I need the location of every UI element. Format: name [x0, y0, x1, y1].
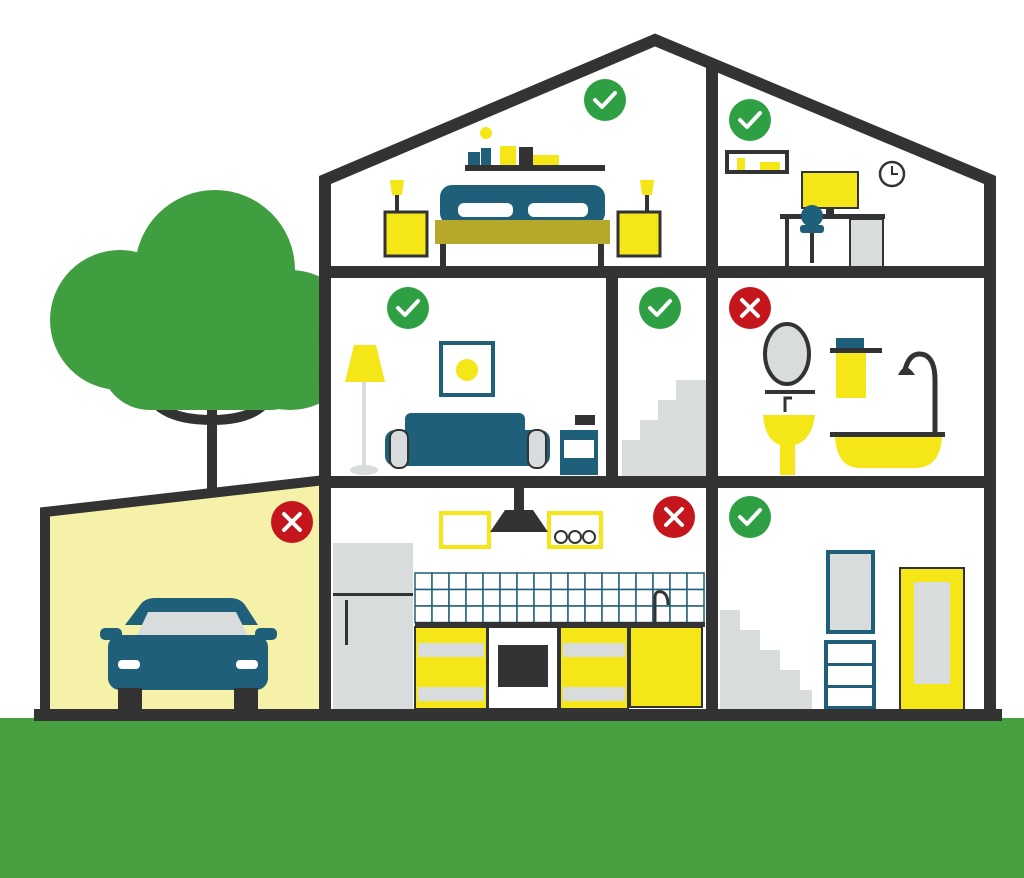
ground — [0, 718, 1024, 878]
tile — [482, 588, 501, 607]
tile — [499, 588, 518, 607]
tile — [431, 572, 450, 591]
check-icon — [639, 287, 681, 329]
tile — [601, 605, 620, 624]
tile — [584, 588, 603, 607]
tile — [448, 605, 467, 624]
tile — [550, 605, 569, 624]
tile — [465, 605, 484, 624]
tile — [431, 605, 450, 624]
tile — [652, 572, 671, 591]
tile — [465, 588, 484, 607]
tile — [601, 572, 620, 591]
tile — [618, 605, 637, 624]
bedroom — [383, 127, 662, 268]
tile — [414, 588, 433, 607]
bathroom — [763, 322, 945, 475]
tile — [414, 605, 433, 624]
tile — [669, 572, 688, 591]
tile — [499, 572, 518, 591]
room-status-badges — [271, 79, 771, 543]
tile — [465, 572, 484, 591]
tree — [50, 190, 360, 490]
tile — [516, 572, 535, 591]
check-icon — [729, 99, 771, 141]
cross-icon — [729, 287, 771, 329]
cross-icon — [271, 501, 313, 543]
hallway — [720, 550, 965, 711]
tile — [567, 572, 586, 591]
tile — [567, 605, 586, 624]
tile — [533, 605, 552, 624]
tile-backsplash — [414, 572, 705, 624]
garage — [40, 474, 330, 720]
kitchen — [333, 488, 705, 713]
tile — [431, 588, 450, 607]
tile — [550, 588, 569, 607]
living-room — [345, 341, 598, 475]
tile — [448, 572, 467, 591]
tile — [601, 588, 620, 607]
tile — [669, 588, 688, 607]
tile — [499, 605, 518, 624]
tile — [567, 588, 586, 607]
tile — [686, 588, 705, 607]
tile — [448, 588, 467, 607]
tile — [516, 588, 535, 607]
cross-icon — [653, 496, 695, 538]
tile — [533, 588, 552, 607]
office — [725, 150, 906, 268]
car — [100, 598, 277, 710]
tile — [414, 572, 433, 591]
stairwell — [622, 380, 706, 478]
tile — [482, 605, 501, 624]
tile — [635, 572, 654, 591]
check-icon — [584, 79, 626, 121]
check-icon — [387, 287, 429, 329]
tile — [584, 605, 603, 624]
house-outline — [34, 33, 1002, 721]
tile — [635, 605, 654, 624]
tile — [686, 605, 705, 624]
tile — [516, 605, 535, 624]
tile — [482, 572, 501, 591]
tile — [618, 588, 637, 607]
tile — [635, 588, 654, 607]
tile — [618, 572, 637, 591]
tile — [669, 605, 688, 624]
tile — [550, 572, 569, 591]
tile — [686, 572, 705, 591]
tile — [584, 572, 603, 591]
tile — [533, 572, 552, 591]
check-icon — [729, 496, 771, 538]
